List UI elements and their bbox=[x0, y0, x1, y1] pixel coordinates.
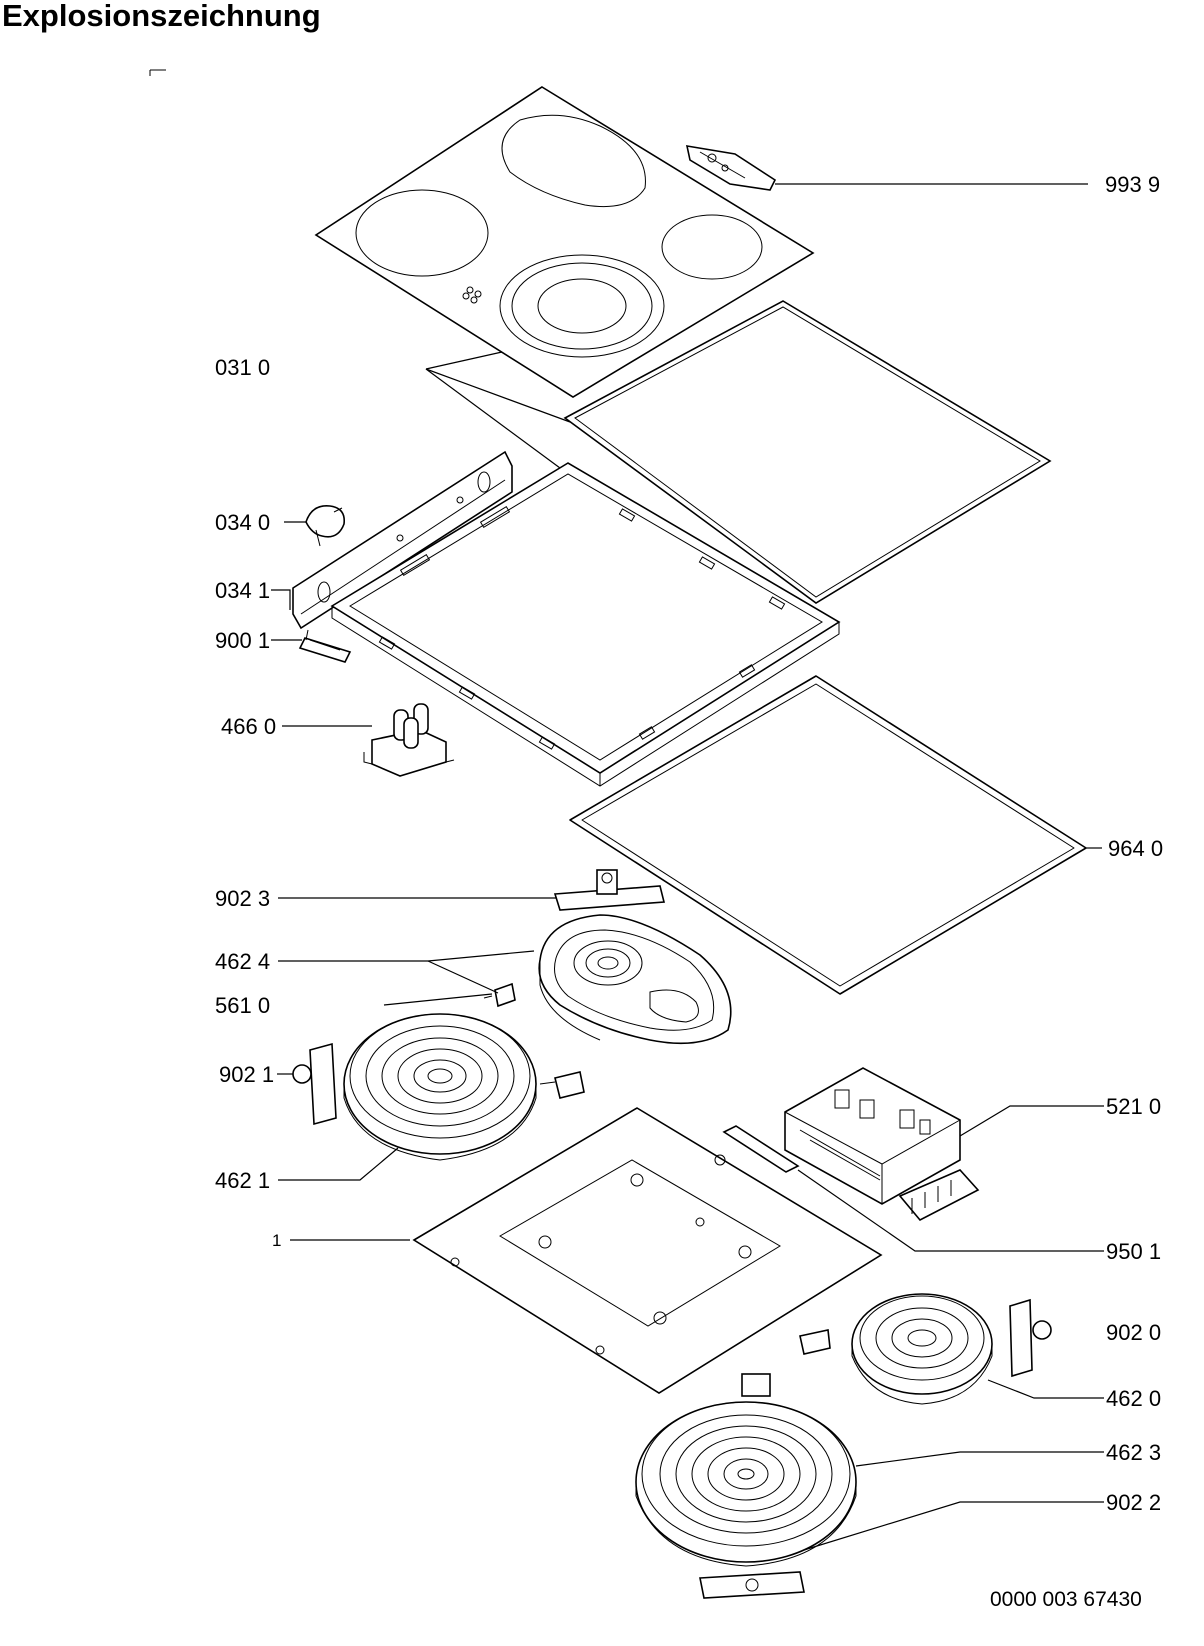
electronics-box-5210 bbox=[784, 1067, 980, 1222]
callout-4624: 462 4 bbox=[215, 949, 270, 974]
leader-031-group bbox=[425, 351, 571, 469]
rail-9501 bbox=[722, 1125, 800, 1173]
bracket-9023 bbox=[553, 869, 666, 911]
gasket-frame-upper bbox=[563, 300, 1052, 604]
document-number: 0000 003 67430 bbox=[990, 1588, 1142, 1611]
callout-5610: 561 0 bbox=[215, 993, 270, 1018]
dual-oval-heater-4624 bbox=[538, 914, 732, 1045]
callout-0310: 031 0 bbox=[215, 355, 270, 380]
corner-mark bbox=[149, 69, 166, 76]
callout-4623: 462 3 bbox=[1106, 1440, 1161, 1465]
callout-9021: 902 1 bbox=[219, 1062, 274, 1087]
main-frame bbox=[330, 462, 841, 787]
callout-1: 1 bbox=[272, 1231, 281, 1250]
callout-5210: 521 0 bbox=[1106, 1094, 1161, 1119]
bracket-9022 bbox=[699, 1571, 805, 1599]
connector-4621 bbox=[539, 1071, 585, 1099]
callout-9939: 993 9 bbox=[1105, 172, 1160, 197]
callout-9640: 964 0 bbox=[1108, 836, 1163, 861]
bracket-9020 bbox=[799, 1298, 1052, 1378]
radiant-heater-4623 bbox=[635, 1373, 857, 1567]
callout-4660: 466 0 bbox=[221, 714, 276, 739]
radiant-heater-4621 bbox=[343, 1013, 537, 1161]
callout-0341: 034 1 bbox=[215, 578, 270, 603]
callout-9020: 902 0 bbox=[1106, 1320, 1161, 1345]
terminal-strip bbox=[298, 629, 352, 663]
callout-9001: 900 1 bbox=[215, 628, 270, 653]
leader-lines bbox=[271, 183, 1104, 1551]
control-unit-466 bbox=[363, 703, 455, 777]
page-title: Explosionszeichnung bbox=[2, 0, 321, 33]
callout-0340: 034 0 bbox=[215, 510, 270, 535]
callout-4621: 462 1 bbox=[215, 1168, 270, 1193]
callout-9023: 902 3 bbox=[215, 886, 270, 911]
side-bracket bbox=[292, 450, 513, 630]
clip-part-9939 bbox=[685, 145, 777, 191]
callout-9022: 902 2 bbox=[1106, 1490, 1161, 1515]
callout-4620: 462 0 bbox=[1106, 1386, 1161, 1411]
base-plate bbox=[412, 1107, 883, 1394]
radiant-heater-4620 bbox=[851, 1293, 993, 1405]
callout-9501: 950 1 bbox=[1106, 1239, 1161, 1264]
spring-clip bbox=[305, 505, 346, 547]
glass-ceramic-top bbox=[314, 86, 815, 398]
bracket-9021 bbox=[292, 1042, 337, 1126]
limiter-5610 bbox=[483, 982, 516, 1008]
